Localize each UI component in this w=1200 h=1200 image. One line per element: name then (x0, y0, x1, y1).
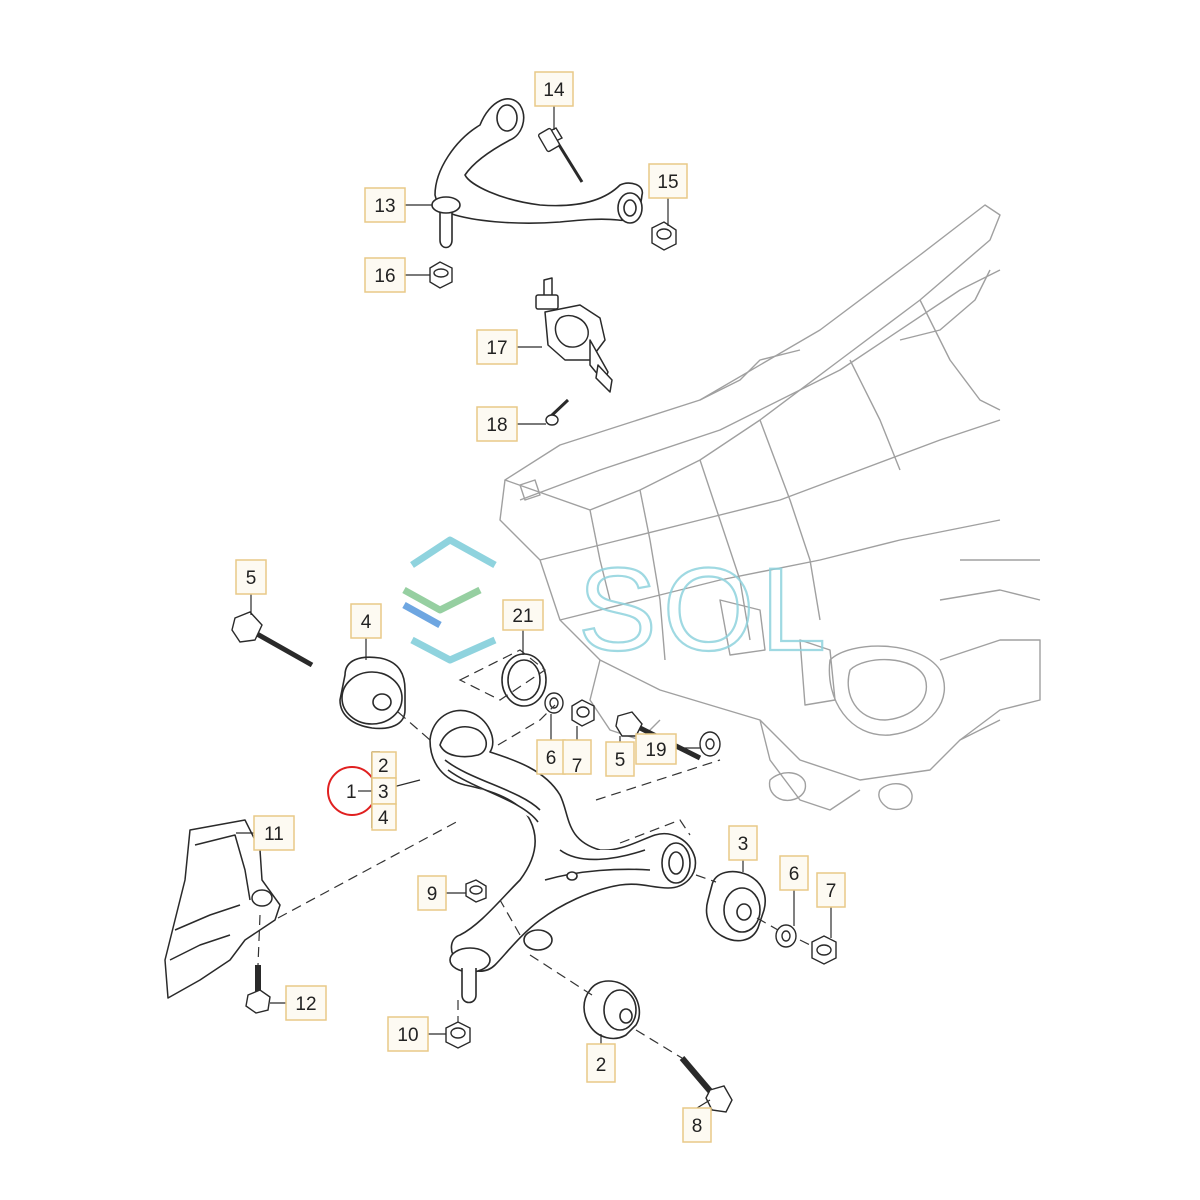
washer-19 (699, 731, 721, 757)
callout-9: 9 (417, 875, 447, 911)
callout-6-upper-text: 6 (546, 748, 557, 769)
callout-2: 2 (586, 1043, 616, 1083)
callout-7-upper-text: 7 (572, 756, 583, 777)
callout-6-upper: 6 (536, 739, 566, 775)
callout-10-text: 10 (397, 1025, 418, 1046)
assembly-label-3: 3 (378, 782, 389, 803)
callout-6-lower: 6 (779, 855, 809, 891)
ride-height-sensor-17 (535, 277, 613, 393)
callout-10: 10 (387, 1016, 429, 1052)
callout-4: 4 (350, 603, 382, 639)
watermark: SOL (402, 536, 832, 677)
callout-19-text: 19 (645, 740, 666, 761)
upper-control-arm (431, 98, 644, 249)
bolt-8 (679, 1056, 733, 1113)
assembly-label-4: 4 (378, 808, 389, 829)
assembly-group-1: 1 2 3 4 (327, 751, 397, 831)
callout-15-text: 15 (657, 172, 678, 193)
callout-5-right: 5 (605, 741, 635, 777)
callout-2-text: 2 (596, 1055, 607, 1076)
callout-leaders (236, 106, 832, 1109)
nut-16 (429, 261, 453, 289)
callout-15: 15 (648, 163, 688, 199)
callout-4-text: 4 (361, 612, 372, 633)
splash-shield-11 (164, 819, 281, 999)
callout-18-text: 18 (486, 415, 507, 436)
subframe (499, 204, 1041, 811)
callout-18: 18 (476, 406, 518, 442)
washer-6-lower (775, 924, 797, 948)
ring-21 (501, 653, 547, 707)
callout-11: 11 (253, 815, 295, 851)
nut-7-lower (811, 935, 837, 965)
callout-boxes: 14 15 13 16 17 18 5 4 (235, 71, 846, 1143)
callout-7-upper: 7 (562, 739, 592, 777)
nut-10 (445, 1021, 471, 1049)
callout-5-left: 5 (235, 559, 267, 595)
callout-5-right-text: 5 (615, 750, 626, 771)
washer-6-upper (544, 692, 564, 714)
callout-17-text: 17 (486, 338, 507, 359)
nut-7-upper (571, 699, 595, 727)
callout-11-text: 11 (264, 824, 284, 845)
assembly-lines (257, 649, 813, 1059)
bushing-2 (583, 980, 641, 1040)
callout-8: 8 (682, 1107, 712, 1143)
callout-3: 3 (728, 825, 758, 861)
screw-18 (545, 398, 570, 426)
callout-13-text: 13 (374, 196, 395, 217)
callout-6-lower-text: 6 (789, 864, 800, 885)
callout-14-text: 14 (543, 80, 565, 101)
assembly-label-2: 2 (378, 756, 389, 777)
callout-21-text: 21 (512, 606, 533, 627)
bolt-12 (245, 965, 271, 1014)
callout-5-left-text: 5 (246, 568, 257, 589)
bushing-3 (705, 870, 766, 942)
callout-7-lower: 7 (816, 872, 846, 908)
lower-control-arm (429, 709, 697, 1004)
callout-16-text: 16 (374, 266, 395, 287)
bushing-4 (339, 656, 406, 730)
callout-12-text: 12 (295, 994, 316, 1015)
callout-8-text: 8 (692, 1116, 703, 1137)
nut-15 (651, 221, 677, 251)
callout-21: 21 (502, 599, 544, 631)
nut-9 (465, 879, 487, 903)
callout-19: 19 (635, 733, 677, 765)
callout-3-text: 3 (738, 834, 749, 855)
callout-14: 14 (534, 71, 574, 107)
watermark-logo-mark (402, 536, 497, 664)
callout-7-lower-text: 7 (826, 881, 837, 902)
bolt-14 (537, 127, 584, 183)
callout-17: 17 (476, 329, 518, 365)
bolt-5-left (231, 611, 314, 668)
assembly-label-1: 1 (346, 782, 357, 803)
callout-12: 12 (285, 985, 327, 1021)
callout-13: 13 (364, 187, 406, 223)
callout-16: 16 (364, 257, 406, 293)
callout-9-text: 9 (427, 884, 438, 905)
watermark-text: SOL (578, 544, 832, 676)
